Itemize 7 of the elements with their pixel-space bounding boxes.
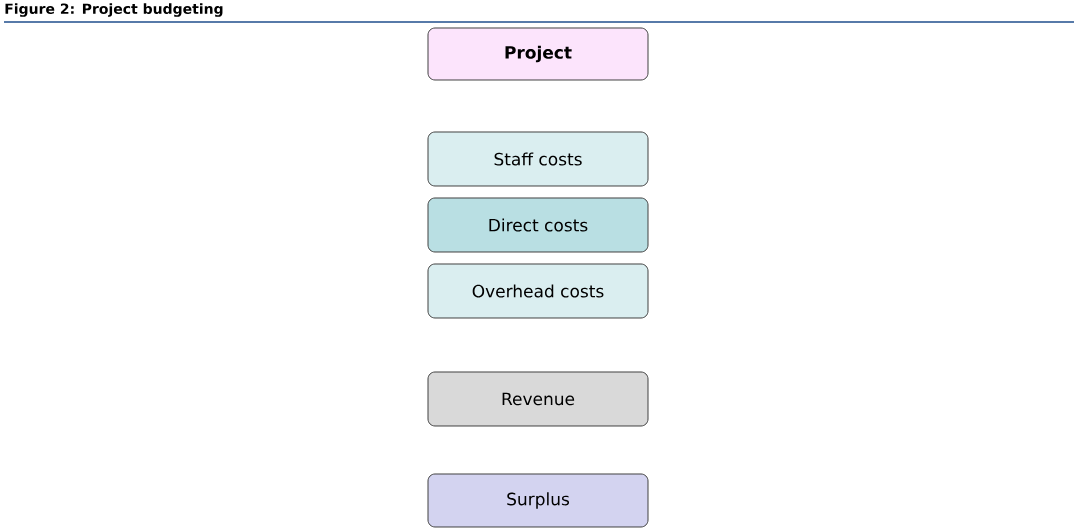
- process-box: Overhead costs: [427, 263, 649, 319]
- process-box: Surplus: [427, 473, 649, 528]
- process-box: Project: [427, 27, 649, 81]
- process-box: Revenue: [427, 371, 649, 427]
- process-box: Staff costs: [427, 131, 649, 187]
- figure-title: Figure 2: Project budgeting: [5, 3, 223, 17]
- process-box: Direct costs: [427, 197, 649, 253]
